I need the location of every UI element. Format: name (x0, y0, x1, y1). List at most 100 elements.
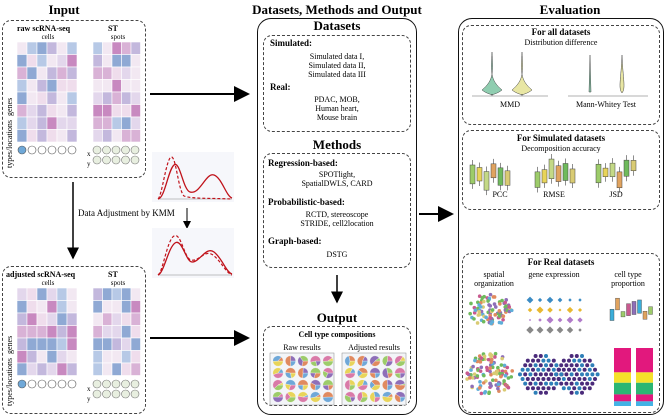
method-item: SPOTlight, (318, 170, 356, 179)
stacked-segment (636, 372, 653, 383)
gene-expression-mark (527, 307, 533, 313)
adjusted-spots-label: spots (110, 279, 126, 287)
pie-slice (322, 391, 334, 398)
spot-circle (111, 145, 121, 155)
spatial-spot (503, 300, 507, 305)
simulated-heading: Simulated: (270, 38, 313, 48)
spot-circle (130, 145, 140, 155)
simulated-item: Simulated data I, (309, 52, 365, 61)
spatial-spot (494, 378, 498, 383)
spot-circle (121, 155, 130, 165)
output-subtitle: Cell type compositions (298, 330, 376, 339)
gene-hex-dot (577, 377, 582, 381)
rmse-boxplot (534, 154, 576, 193)
gene-hex-dot (536, 377, 541, 381)
spatial-spot (505, 365, 510, 370)
spatial-spot (487, 296, 492, 301)
raw-icons-row (17, 145, 140, 165)
gene-expression-mark (557, 317, 563, 323)
spatial-spot (501, 317, 505, 322)
gene-hex-dot (574, 363, 579, 368)
gene-hex-dot (585, 363, 590, 368)
spatial-spot (493, 351, 498, 356)
pie-slice (310, 367, 321, 374)
gene-hex-dot (574, 354, 579, 358)
gene-hex-dot (580, 390, 584, 395)
method-item: SpatialDWLS, CARD (301, 179, 373, 188)
box (569, 168, 576, 184)
box (469, 164, 476, 185)
box (595, 163, 602, 184)
input-header: Input (48, 2, 80, 17)
pie-slice (302, 394, 309, 398)
spatial-spot (499, 374, 503, 379)
gene-hex-dot (572, 377, 577, 381)
spatial-spot (506, 385, 511, 390)
gene-hex-dot (587, 377, 592, 381)
spatial-spot (503, 373, 508, 378)
real-item: Mouse brain (316, 113, 358, 122)
gene-hex-dot (590, 372, 595, 377)
gene-hex-dot (551, 358, 556, 363)
gene-hex-dot (520, 377, 525, 381)
stacked-bar-left (614, 348, 631, 406)
violin-plot-mann-whitney (568, 54, 648, 97)
cell-icon (57, 379, 67, 389)
scrna-heatmap (16, 287, 78, 376)
gene-expression-mark (526, 326, 534, 334)
spatial-spot (502, 363, 507, 368)
proportion-box (637, 299, 642, 314)
spatial-spot (504, 298, 509, 302)
kmm-label: Data Adjustment by KMM (78, 208, 175, 218)
spatial-spot (490, 353, 494, 358)
method-group-heading: Graph-based: (268, 236, 322, 246)
pcc-boxplot (469, 158, 511, 196)
spatial-spot (500, 356, 504, 361)
pie-slice (277, 368, 284, 374)
pie-slice (272, 360, 284, 367)
spot-circle (130, 155, 140, 165)
spatial-spot (478, 380, 482, 384)
pie-slice (344, 372, 356, 379)
spatial-spot (492, 371, 496, 376)
evaluation-frame (458, 18, 664, 415)
spatial-spot (489, 372, 493, 377)
spatial-spot (479, 356, 484, 360)
gene-hex-dot (541, 358, 546, 363)
spatial-spot (478, 360, 483, 364)
pie-slice (297, 379, 309, 386)
simulated-datasets-title: For Simulated datasets (516, 133, 606, 143)
spot-circle (92, 145, 102, 155)
simulated-item: Simulated data II, (308, 61, 366, 70)
spatial-spot (488, 381, 492, 386)
adjusted-results-pies (341, 352, 407, 406)
adjusted-cells-label: cells (41, 279, 55, 287)
spatial-spot (479, 391, 484, 396)
spatial-spot (483, 389, 488, 394)
spot-circle (102, 379, 111, 389)
pie-slice (358, 367, 368, 374)
gene-hex-dot (580, 354, 584, 358)
spatial-spot (485, 368, 490, 373)
spatial-spot (489, 357, 494, 362)
pie-slice (374, 357, 381, 362)
real-datasets-panel (462, 253, 660, 413)
spatial-spot (497, 314, 502, 318)
method-item: STRIDE, cell2location (300, 219, 374, 228)
pie-slice (394, 367, 406, 374)
gene-hex-dot (520, 367, 525, 372)
gene-expression-mark (547, 307, 553, 313)
gene-hex-dot (523, 381, 528, 386)
gene-hex-dot (561, 367, 566, 372)
gene-hex-dot (528, 363, 533, 368)
proportion-box (609, 309, 615, 321)
gene-hex-dot (544, 363, 548, 368)
gene-expression-mark (526, 296, 534, 304)
gene-expression-mark (566, 326, 574, 334)
pie-slice (299, 355, 309, 362)
adjusted-x-label: x (87, 385, 91, 393)
real-datasets-title: For Real datasets (527, 257, 595, 267)
raw-scrna-title: raw scRNA-seq (17, 24, 71, 33)
cell-icon (67, 145, 77, 155)
